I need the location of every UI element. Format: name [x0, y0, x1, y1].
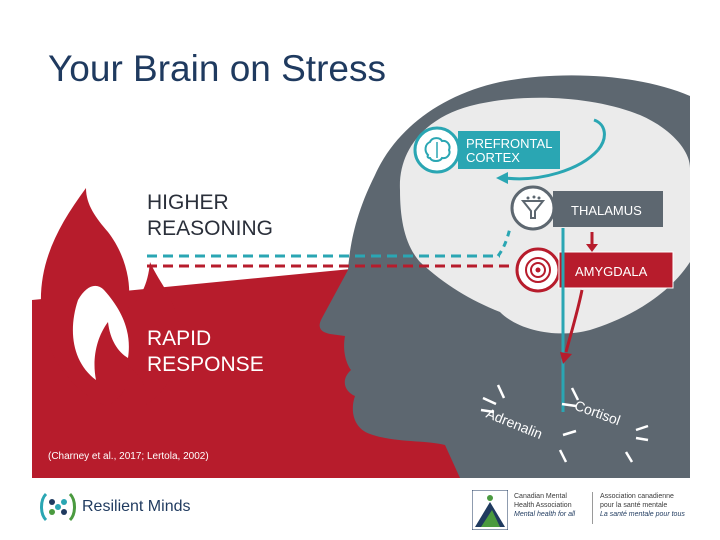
- higher-reasoning-line-2: REASONING: [147, 217, 274, 240]
- prefrontal-box: [458, 131, 560, 169]
- resilient-minds-logo-icon: [40, 492, 76, 522]
- cmha-fr-line-1: Association canadienne: [600, 493, 674, 500]
- cmha-fr-tagline: La santé mentale pour tous: [600, 511, 685, 518]
- arrow-head: [496, 172, 508, 184]
- rapid-response-line-1: RAPID: [147, 327, 212, 350]
- thalamus-box: [553, 191, 663, 227]
- cmha-english: Canadian Mental Health Association Menta…: [514, 492, 575, 519]
- arrow-head: [560, 352, 572, 364]
- higher-reasoning-label: HIGHER REASONING: [147, 190, 273, 242]
- amygdala-label: AMYGDALA: [575, 264, 648, 279]
- cortex-to-thalamus-arrow: [504, 148, 600, 181]
- prefrontal-cortex-label: PREFRONTAL CORTEX: [466, 137, 552, 165]
- rapid-response-line-2: RESPONSE: [147, 353, 264, 376]
- cmha-en-tagline: Mental health for all: [514, 511, 576, 518]
- funnel-icon: [520, 195, 546, 219]
- page-title: Your Brain on Stress: [48, 48, 386, 89]
- cmha-en-line-1: Canadian Mental: [514, 493, 567, 500]
- flame-icon: [40, 188, 181, 406]
- cmha-en-line-2: Health Association: [514, 502, 572, 509]
- thalamus-label: THALAMUS: [571, 203, 642, 218]
- cmha-logo-icon: [472, 490, 508, 530]
- arrow-head: [586, 244, 598, 252]
- resilient-minds-wordmark: Resilient Minds: [82, 498, 191, 515]
- amygdala-box: [558, 251, 674, 289]
- prefrontal-line-2: CORTEX: [466, 150, 520, 165]
- radiating-ticks: [480, 384, 649, 463]
- cortex-loop-arrow: [593, 118, 606, 151]
- rapid-response-label: RAPID RESPONSE: [147, 326, 264, 378]
- target-icon: [525, 257, 551, 283]
- dash-connector: [496, 227, 512, 257]
- citation: (Charney et al., 2017; Lertola, 2002): [48, 451, 209, 462]
- footer: [0, 478, 720, 540]
- footer-divider: [592, 492, 593, 524]
- cmha-french: Association canadienne pour la santé men…: [600, 492, 685, 519]
- flame-inner: [72, 285, 129, 380]
- prefrontal-line-1: PREFRONTAL: [466, 136, 553, 151]
- brain-icon: [424, 137, 451, 162]
- amygdala-down-arrow: [564, 289, 584, 353]
- cmha-fr-line-2: pour la santé mentale: [600, 502, 668, 509]
- higher-reasoning-line-1: HIGHER: [147, 191, 229, 214]
